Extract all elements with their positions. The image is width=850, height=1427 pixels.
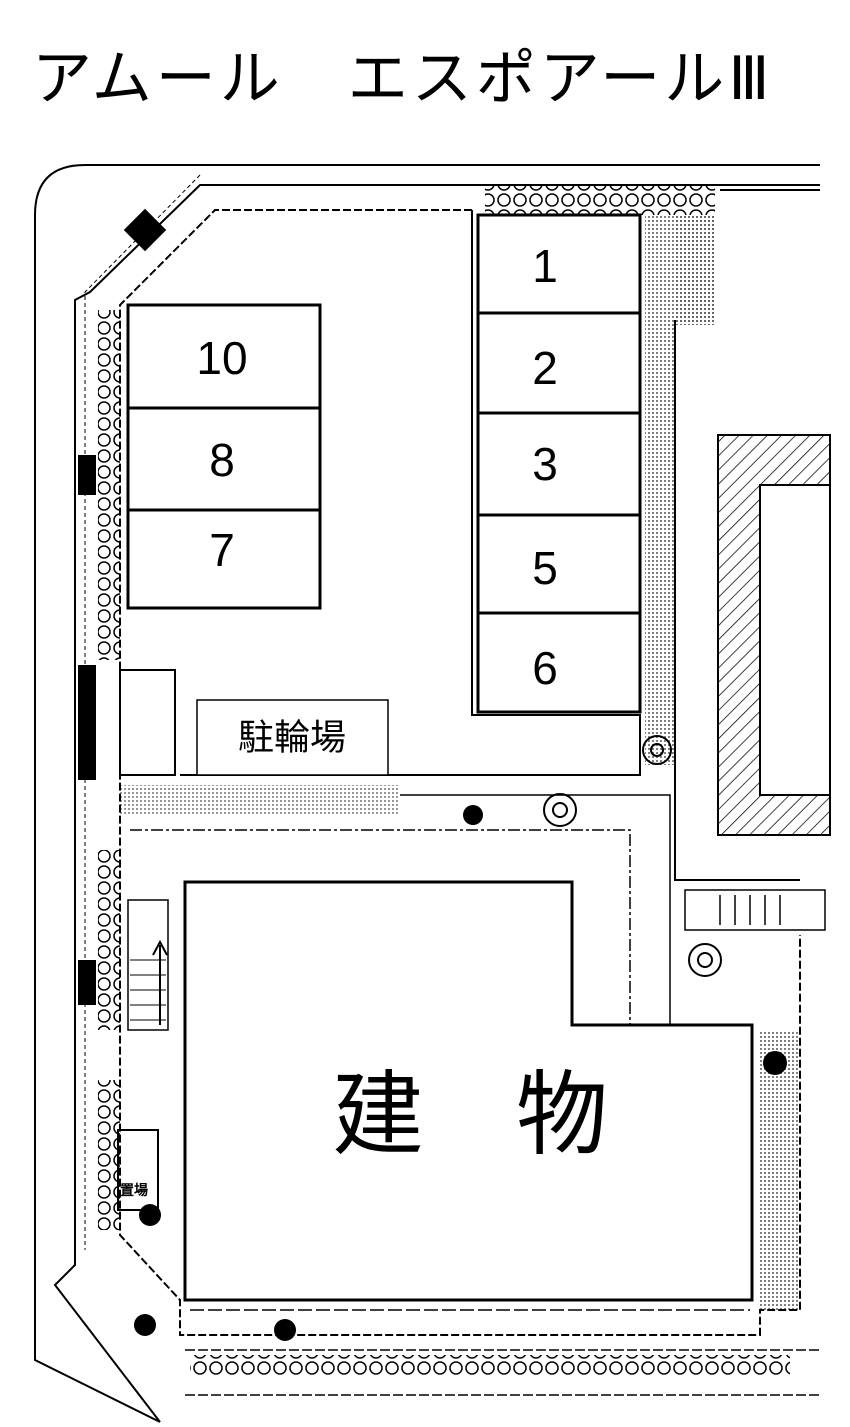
hedge-left (98, 310, 120, 660)
slot-number: 7 (209, 524, 235, 576)
parking-slot-7 (126, 508, 322, 610)
parking-slot-2 (476, 311, 642, 415)
parking-slot-5 (476, 513, 642, 615)
parking-slot-3 (476, 411, 642, 517)
property-title: アムール エスポアールⅢ (32, 44, 774, 114)
slot-number: 10 (196, 332, 247, 384)
parking-slots-right: 1 2 3 5 6 (476, 213, 642, 714)
slot-number: 8 (209, 434, 235, 486)
shrub-icon (134, 805, 787, 1341)
slot-number: 6 (532, 642, 558, 694)
road-boundary (34, 164, 820, 1423)
hedge-bottom (190, 1355, 790, 1375)
parking-slot-10 (126, 303, 322, 410)
slot-number: 2 (532, 342, 558, 394)
bicycle-parking (196, 699, 389, 776)
tree-icon (543, 735, 722, 977)
garbage-label: 置場 (120, 1182, 148, 1199)
slot-number: 5 (532, 542, 558, 594)
parking-slot-1 (476, 213, 642, 315)
bicycle-parking-label: 駐輪場 (238, 718, 346, 759)
parking-slots-left: 10 8 7 (126, 303, 322, 610)
stairs (127, 899, 169, 1031)
building-label: 建 物 (332, 1062, 608, 1169)
hedge-top (485, 185, 715, 215)
slot-number: 1 (532, 240, 558, 292)
main-building (183, 880, 754, 1302)
garbage-area (117, 1129, 159, 1211)
slot-number: 3 (532, 438, 558, 490)
planting-strip (645, 215, 675, 765)
parking-slot-6 (476, 611, 642, 714)
parking-slot-8 (126, 406, 322, 512)
